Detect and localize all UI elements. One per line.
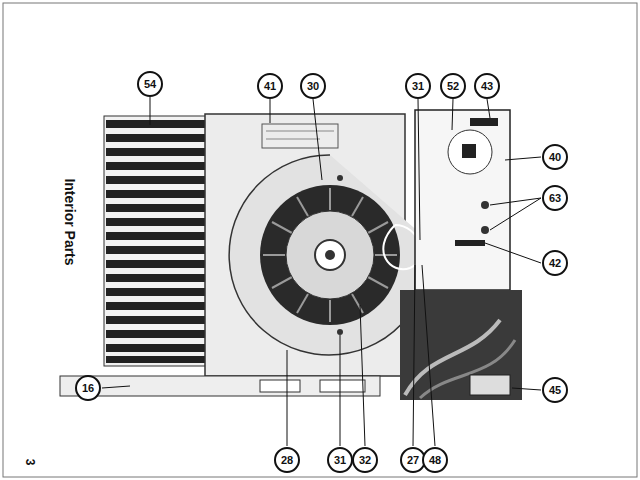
callout-number: 52 [440, 73, 466, 99]
callout-number: 32 [352, 447, 378, 473]
callout-number: 16 [75, 375, 101, 401]
callout-number: 31 [327, 447, 353, 473]
callout-number: 40 [542, 144, 568, 170]
callout-number: 43 [474, 73, 500, 99]
callout-number: 42 [542, 250, 568, 276]
callout-number: 41 [257, 73, 283, 99]
page-title: Interior Parts [62, 179, 78, 266]
page-number: 3 [23, 458, 37, 465]
callout-number: 28 [274, 447, 300, 473]
callout-number: 45 [542, 377, 568, 403]
callout-number: 31 [405, 73, 431, 99]
callout-number: 63 [542, 185, 568, 211]
callout-number: 48 [422, 447, 448, 473]
callout-number: 30 [300, 73, 326, 99]
callout-number: 54 [137, 71, 163, 97]
